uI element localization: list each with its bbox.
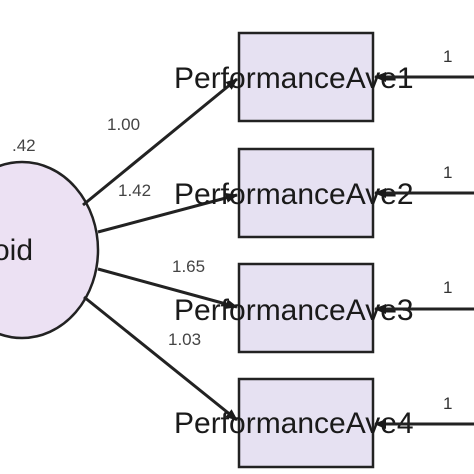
error-weight-label-2: 1: [443, 163, 452, 182]
loading-label-4: 1.03: [168, 330, 201, 349]
indicator-node-4[interactable]: PerformanceAve4: [174, 377, 414, 469]
path-arrow-2: [97, 192, 238, 234]
indicator-node-1[interactable]: PerformanceAve1: [174, 31, 414, 123]
path-arrow-3: [97, 267, 238, 309]
path-arrow-4: [83, 295, 238, 422]
indicator-label-4: PerformanceAve4: [174, 407, 414, 440]
indicator-box-3: [237, 262, 375, 354]
error-weight-label-3: 1: [443, 278, 452, 297]
path-arrow-1: [82, 77, 238, 207]
indicator-label-1: PerformanceAve1: [174, 62, 414, 95]
indicator-node-2[interactable]: PerformanceAve2: [174, 147, 414, 239]
error-weight-label-4: 1: [443, 394, 452, 413]
loading-label-1: 1.00: [107, 115, 140, 134]
latent-variable-ellipse[interactable]: [0, 160, 100, 340]
loading-label-3: 1.65: [172, 257, 205, 276]
indicator-box-2: [237, 147, 375, 239]
loading-label-2: 1.42: [118, 181, 151, 200]
indicator-label-3: PerformanceAve3: [174, 294, 414, 327]
latent-variance-label: .42: [12, 136, 36, 155]
indicator-box-4: [237, 377, 375, 469]
error-weight-label-1: 1: [443, 47, 452, 66]
indicator-box-1: [237, 31, 375, 123]
indicator-label-2: PerformanceAve2: [174, 178, 414, 211]
latent-variable-label: oid: [0, 234, 33, 267]
indicator-node-3[interactable]: PerformanceAve3: [174, 262, 414, 354]
